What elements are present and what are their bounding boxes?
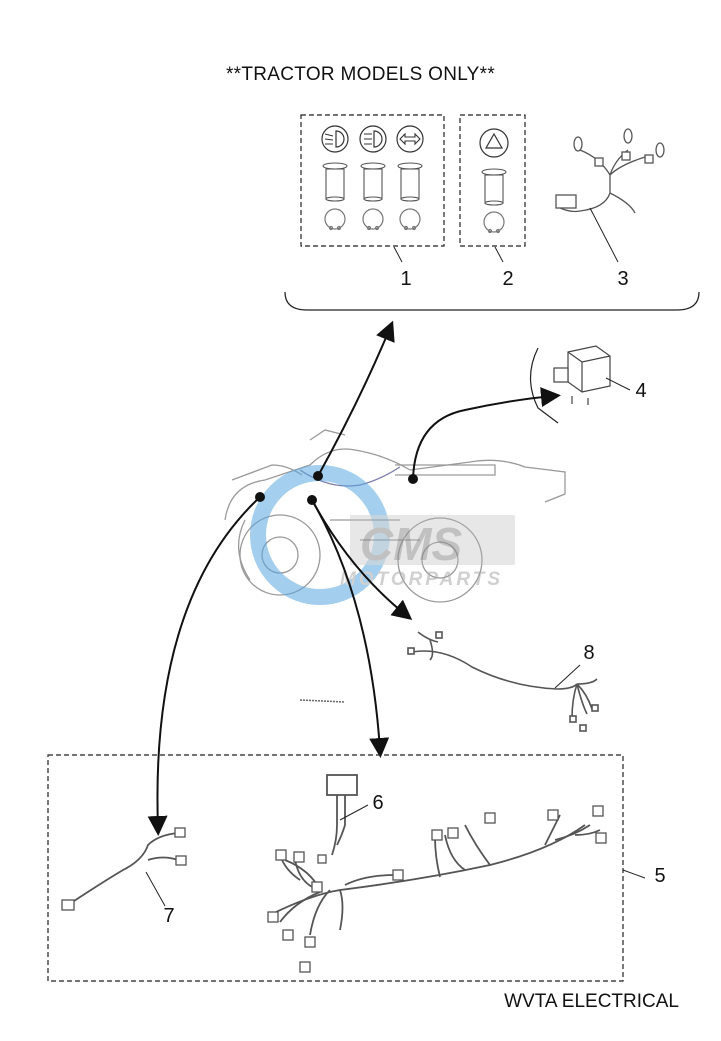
callout-4: 4 [635,380,647,402]
indicator-lens-cylinders [322,162,423,202]
kit-2-box [459,114,526,263]
retaining-rings [324,208,421,231]
watermark-tagline: MOTORPARTS [340,569,503,590]
low-beam-icon [321,125,349,153]
turn-signal-icon [396,125,424,153]
wire-harness-7 [61,827,187,911]
callout-7: 7 [163,905,175,927]
callout-3: 3 [617,268,629,290]
callout-1: 1 [400,268,412,290]
callout-6: 6 [372,792,384,814]
callout-5: 5 [654,865,666,887]
high-beam-icon [359,125,387,153]
wire-harness-8 [407,631,599,732]
tractor-models-note: **TRACTOR MODELS ONLY** [225,64,496,85]
group-brace [284,291,700,311]
leader-arrows [147,320,561,836]
kit-1-box [300,114,445,263]
callout-2: 2 [502,268,514,290]
watermark-logo: CMS MOTORPARTS [250,465,515,605]
diagram-title: WVTA ELECTRICAL [504,991,679,1012]
relay-4 [529,345,631,424]
stray-mark [299,699,346,703]
watermark-brand: CMS [360,518,463,570]
main-wire-harness-6 [267,774,607,973]
callout-8: 8 [583,642,595,664]
hazard-warning-icon [479,128,509,158]
bulb-harness-3 [555,128,665,263]
kit-5-box [47,754,646,982]
leader-origin-dots [255,471,418,505]
